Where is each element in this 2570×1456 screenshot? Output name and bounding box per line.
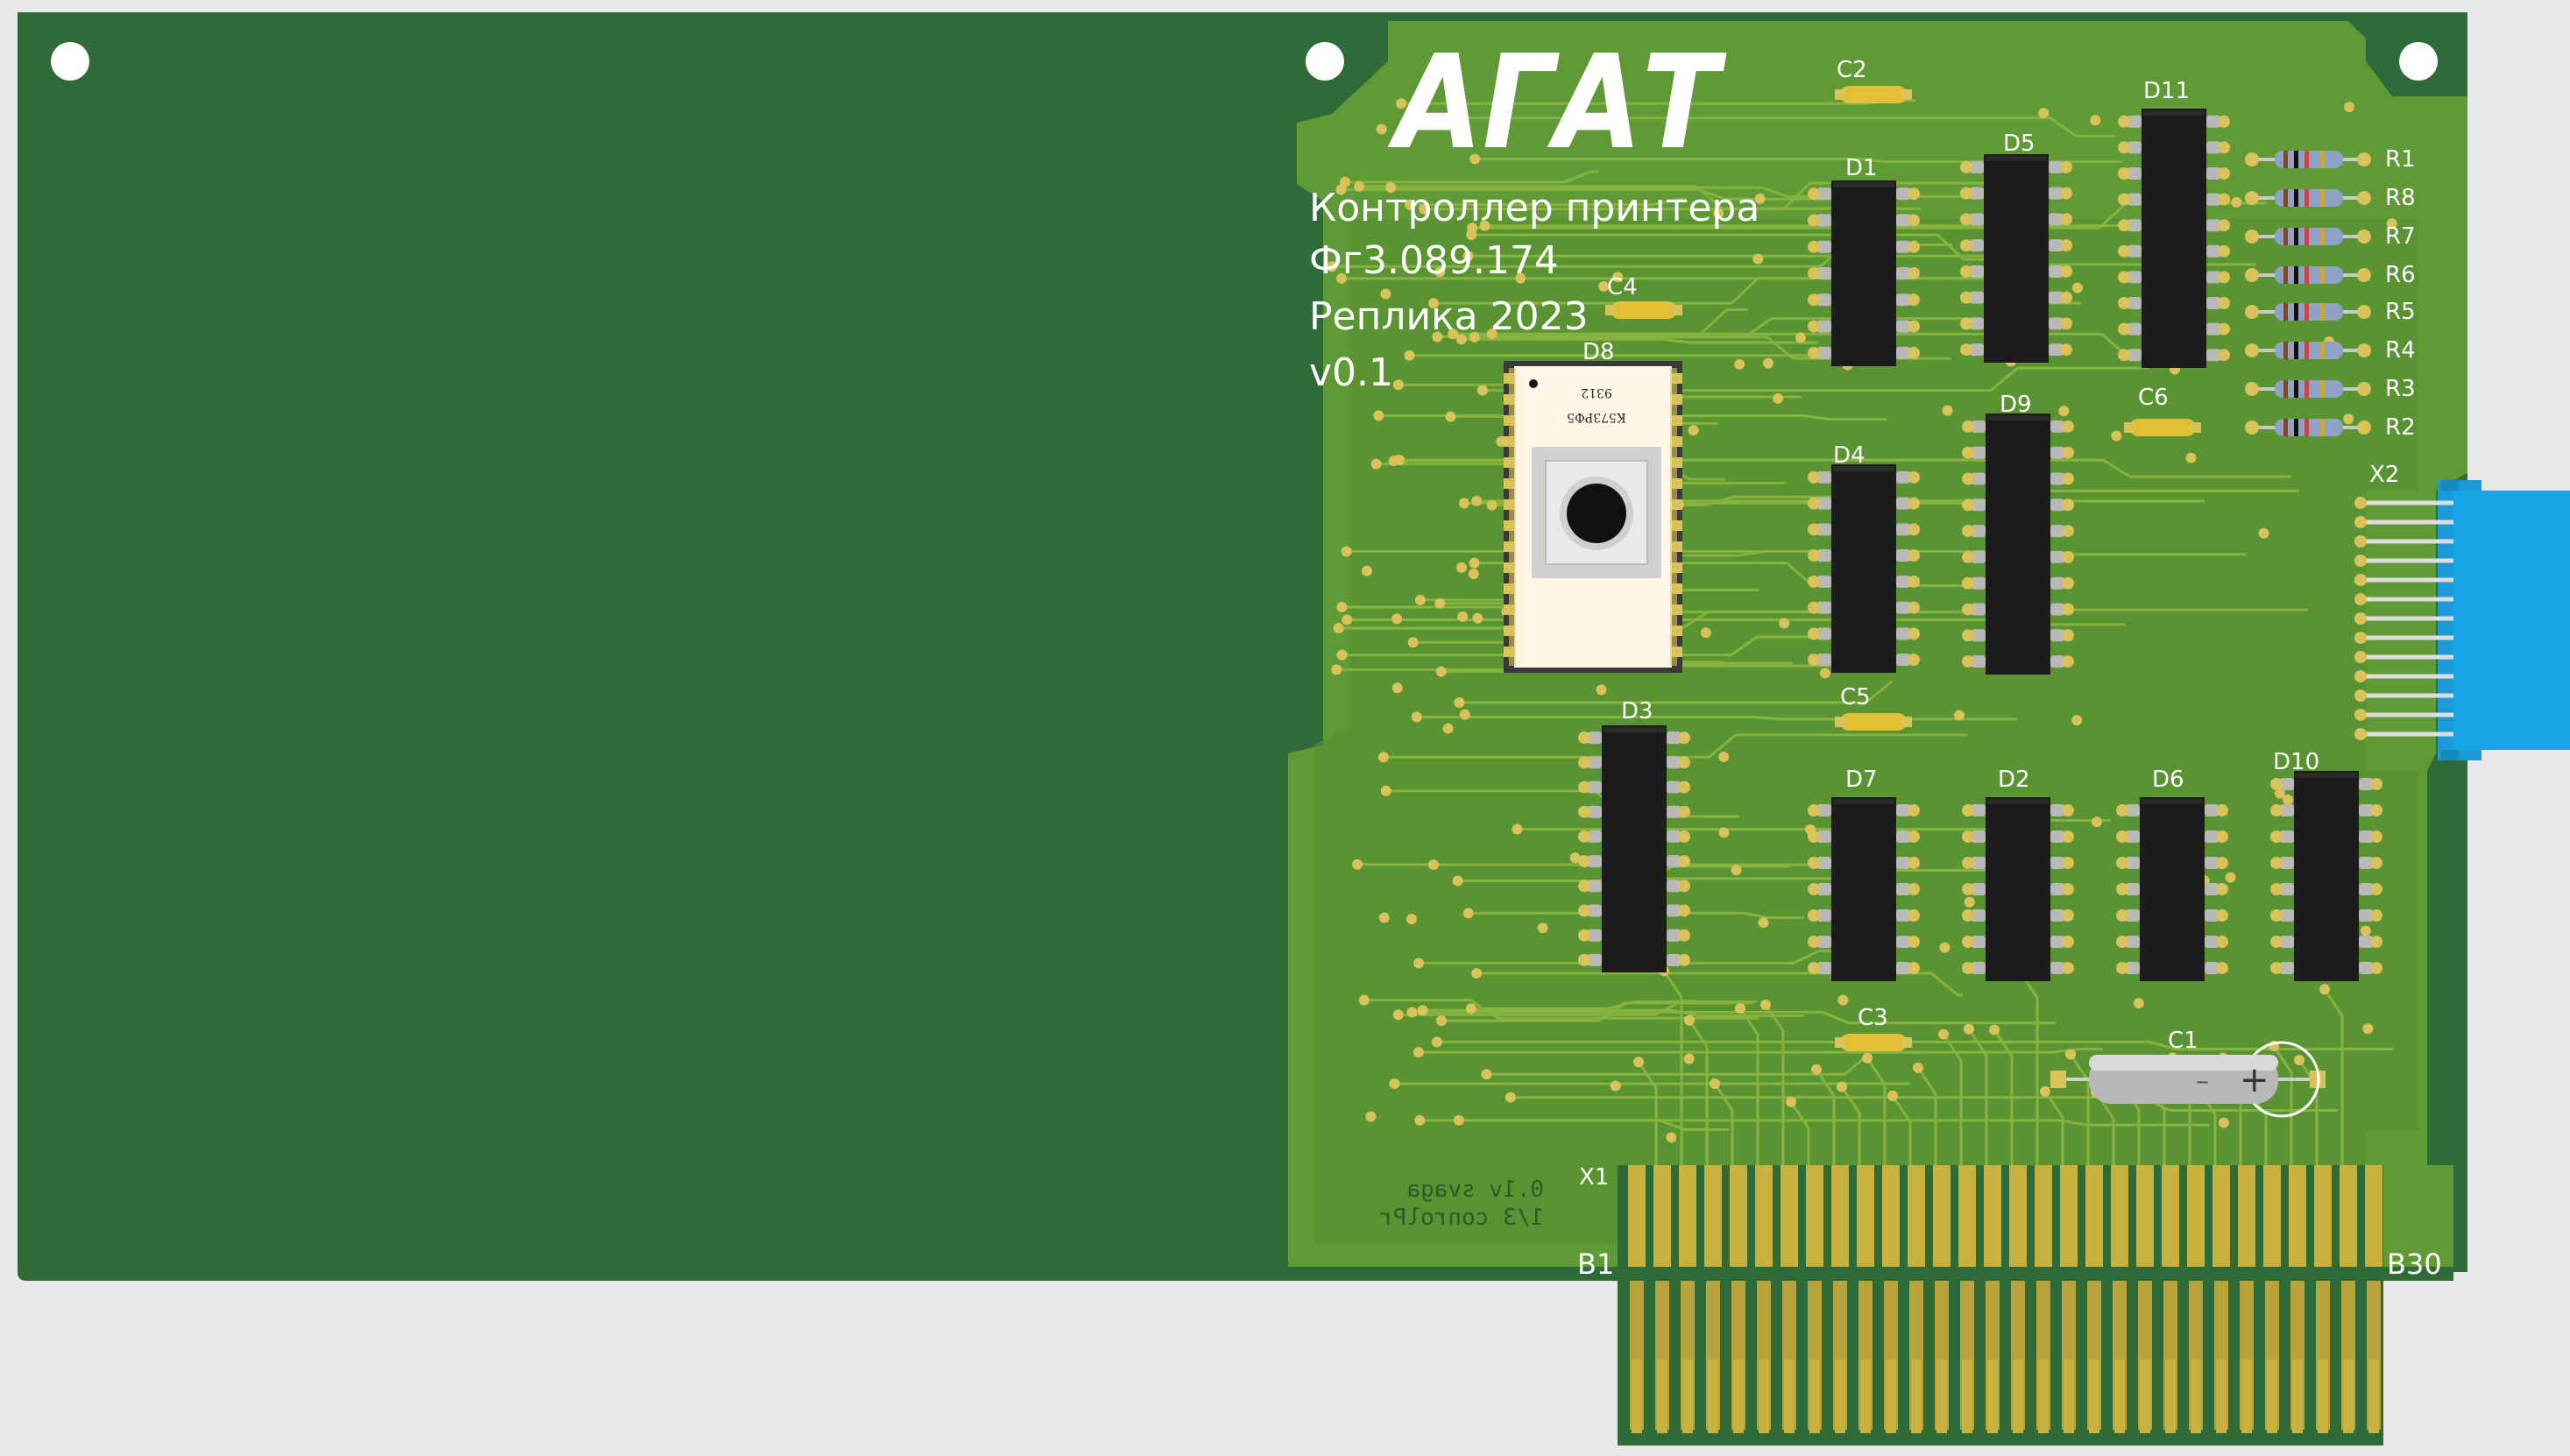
eprom-date-code: 9312 bbox=[1581, 385, 1612, 399]
ic-chips bbox=[1504, 109, 2382, 981]
capacitor-c1-electrolytic: – + bbox=[2050, 1041, 2326, 1118]
ic-d11 bbox=[2118, 109, 2230, 368]
label-d2: D2 bbox=[1998, 767, 2030, 793]
ic-d2 bbox=[1962, 797, 2074, 981]
label-d1: D1 bbox=[1845, 155, 1878, 181]
agat-logo: АГАТ bbox=[1387, 27, 1726, 178]
board-title: Контроллер принтера bbox=[1309, 186, 1759, 230]
svg-text:1/3 conrolPr: 1/3 conrolPr bbox=[1379, 1205, 1544, 1231]
d8-pins bbox=[1504, 373, 1682, 657]
label-d3: D3 bbox=[1621, 698, 1653, 724]
ic-d3 bbox=[1578, 725, 1690, 972]
label-r7: R7 bbox=[2385, 223, 2416, 250]
resistor-6 bbox=[2245, 342, 2371, 359]
resistors bbox=[2245, 151, 2371, 436]
svg-text:+: + bbox=[2240, 1060, 2269, 1100]
label-d9: D9 bbox=[2000, 392, 2032, 418]
label-c6: C6 bbox=[2138, 385, 2169, 411]
label-r4: R4 bbox=[2385, 337, 2416, 364]
capacitor-c2 bbox=[1835, 86, 1912, 103]
resistor-7 bbox=[2245, 380, 2371, 398]
ic-d6 bbox=[2116, 797, 2228, 981]
label-d4: D4 bbox=[1833, 442, 1866, 469]
label-x1: X1 bbox=[1579, 1164, 1609, 1191]
capacitor-c5 bbox=[1835, 713, 1912, 731]
capacitor-c3 bbox=[1835, 1034, 1912, 1051]
label-d11: D11 bbox=[2143, 78, 2190, 104]
ic-d4 bbox=[1808, 464, 1920, 673]
mounting-hole-middle bbox=[1306, 42, 1344, 81]
label-c2: C2 bbox=[1837, 57, 1867, 83]
label-b1: B1 bbox=[1577, 1247, 1614, 1281]
resistor-3 bbox=[2245, 228, 2371, 245]
label-c3: C3 bbox=[1858, 1005, 1888, 1031]
edge-connector-x1[interactable] bbox=[1628, 1165, 2382, 1433]
label-r6: R6 bbox=[2385, 262, 2416, 288]
ic-d9 bbox=[1962, 413, 2074, 675]
label-x2: X2 bbox=[2369, 462, 2399, 488]
label-b30: B30 bbox=[2387, 1247, 2442, 1281]
capacitor-c4 bbox=[1605, 301, 1682, 319]
bottom-copper-text: 0.1v svaga 1/3 conrolPr bbox=[1379, 1177, 1544, 1231]
label-r1: R1 bbox=[2385, 146, 2416, 173]
resistor-4 bbox=[2245, 266, 2371, 284]
label-d10: D10 bbox=[2273, 749, 2319, 775]
ic-d5 bbox=[1960, 154, 2072, 363]
resistor-2 bbox=[2245, 189, 2371, 207]
resistor-1 bbox=[2245, 151, 2371, 168]
label-r2: R2 bbox=[2385, 414, 2416, 441]
label-c1: C1 bbox=[2168, 1028, 2198, 1054]
svg-text:0.1v svaga: 0.1v svaga bbox=[1406, 1177, 1544, 1203]
mounting-hole-right bbox=[2399, 42, 2438, 81]
board-version: v0.1 bbox=[1309, 350, 1393, 395]
label-r3: R3 bbox=[2385, 376, 2416, 402]
mounting-hole-left bbox=[51, 42, 89, 81]
resistor-8 bbox=[2245, 419, 2371, 436]
component-labels: C2 D11 D5 D1 C4 D8 C6 D9 D4 X2 C5 D3 D10… bbox=[1577, 57, 2442, 1281]
board-part-number: Фг3.089.174 bbox=[1309, 238, 1559, 283]
ic-d10 bbox=[2270, 771, 2382, 981]
label-r8: R8 bbox=[2385, 185, 2416, 211]
label-d5: D5 bbox=[2003, 131, 2035, 157]
svg-text:–: – bbox=[2196, 1066, 2209, 1097]
label-c4: C4 bbox=[1607, 274, 1638, 300]
eprom-marking: К573РФ5 bbox=[1567, 410, 1626, 424]
label-d8: D8 bbox=[1582, 339, 1615, 365]
x2-ribbon-connector[interactable] bbox=[2354, 480, 2570, 760]
label-d6: D6 bbox=[2152, 767, 2184, 793]
capacitor-c6 bbox=[2124, 419, 2201, 436]
board-replica-year: Реплика 2023 bbox=[1309, 294, 1589, 339]
ic-d1 bbox=[1808, 180, 1920, 366]
label-c5: C5 bbox=[1840, 684, 1871, 710]
resistor-5 bbox=[2245, 303, 2371, 321]
d8-eprom-socket: К573РФ5 9312 bbox=[1504, 361, 1682, 673]
label-r5: R5 bbox=[2385, 299, 2416, 325]
label-d7: D7 bbox=[1845, 767, 1878, 793]
ic-d7 bbox=[1808, 797, 1920, 981]
